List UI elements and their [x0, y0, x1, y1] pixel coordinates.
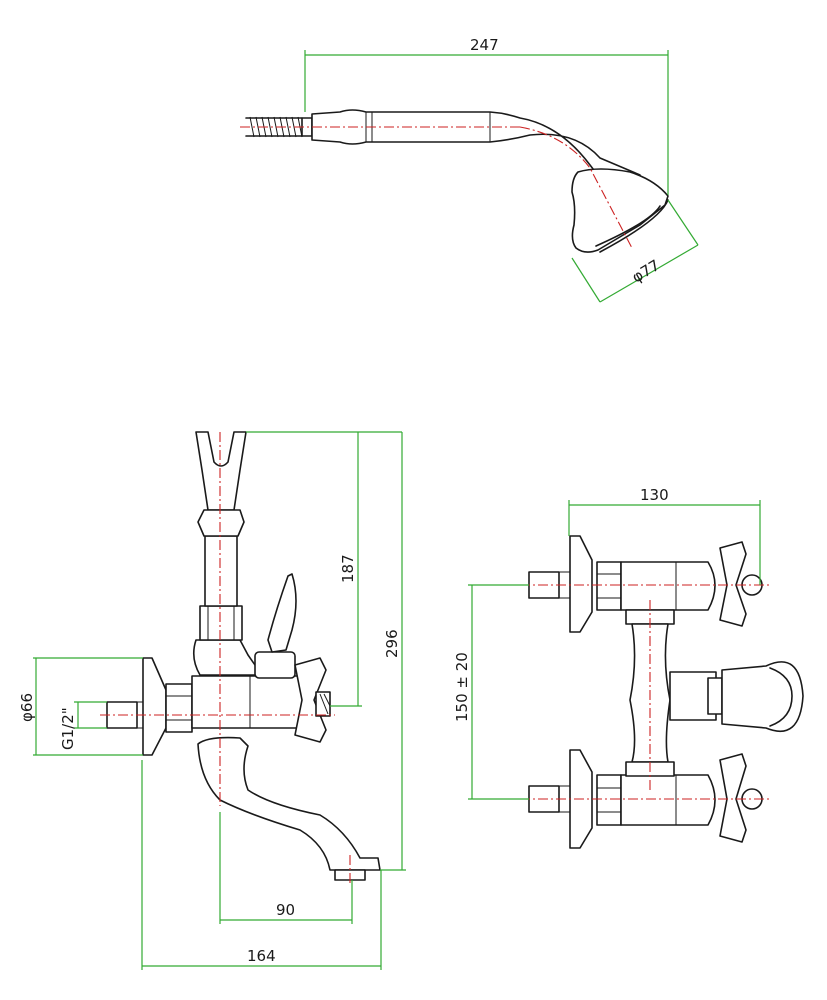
cross-handle-upper [719, 541, 747, 627]
wall-flange [142, 657, 167, 756]
dim-hand-shower-length: 247 [470, 36, 499, 54]
hand-shower-drawing: 247 φ77 [240, 36, 699, 303]
cross-handle-lower [719, 753, 747, 843]
bath-spout [197, 736, 381, 871]
shower-holder [195, 431, 247, 511]
cross-handle [294, 657, 327, 743]
dim-front-width: 130 [640, 486, 669, 504]
dim-inlet-centres: 150 ± 20 [453, 652, 471, 722]
mixer-front-view: 130 150 ± 20 [453, 486, 804, 849]
dim-flange-diameter: φ66 [18, 693, 36, 722]
dim-total-height: 296 [383, 629, 401, 658]
dim-holder-height: 187 [339, 554, 357, 583]
hand-shower-head [571, 168, 669, 253]
diverter-knob [721, 661, 804, 733]
diverter-lever [267, 573, 297, 653]
mixer-side-view: 187 296 90 164 φ66 G1/2" [18, 431, 406, 970]
dim-mixer-depth: 164 [247, 947, 276, 965]
hand-shower-handle [311, 109, 641, 179]
dim-inlet-thread: G1/2" [59, 707, 77, 750]
dim-spout-reach: 90 [276, 901, 295, 919]
